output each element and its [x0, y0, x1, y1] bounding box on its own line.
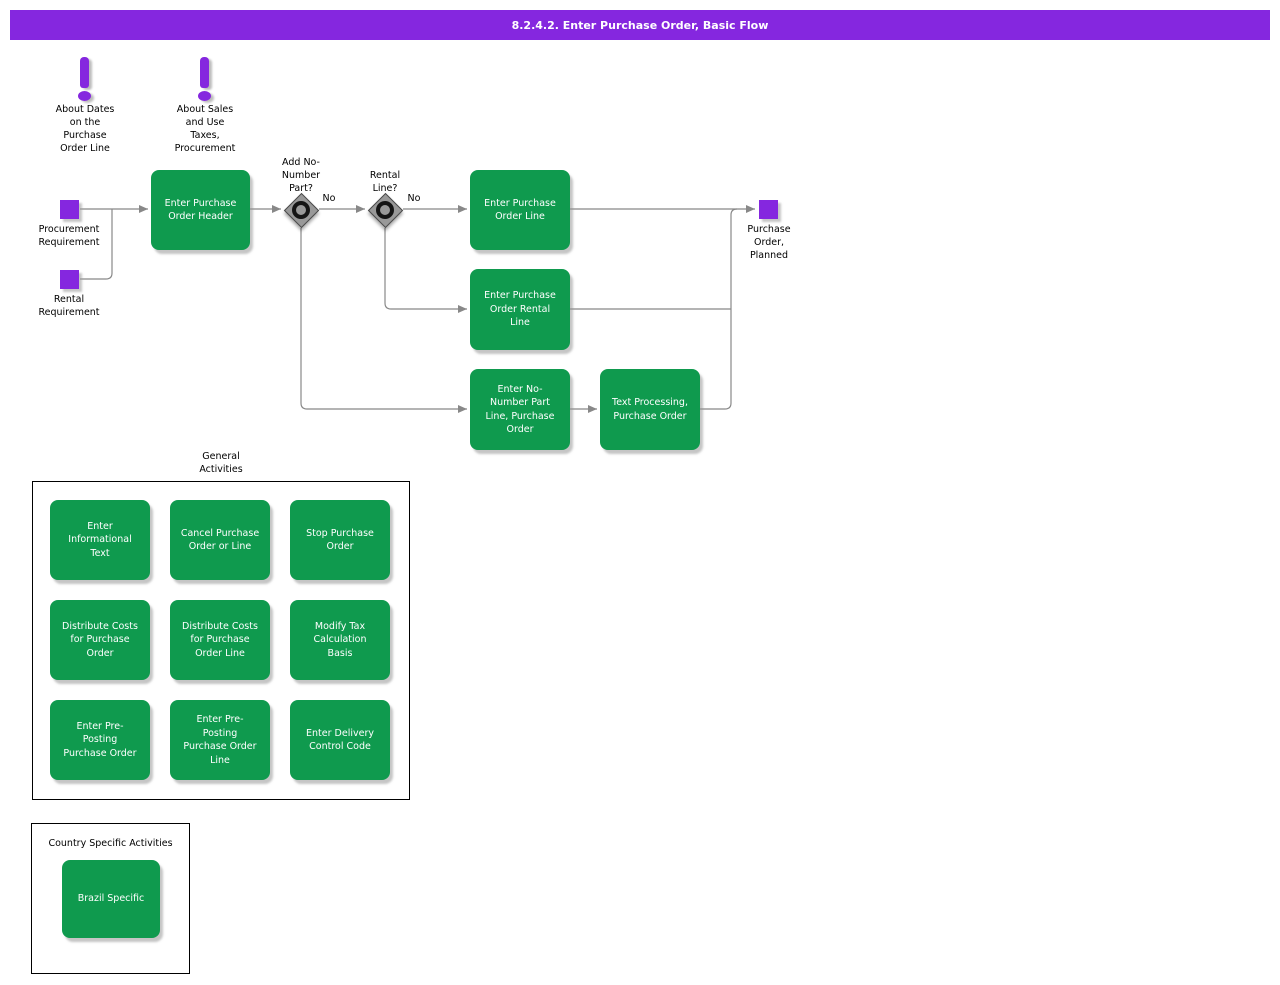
- gateway-circle-icon: [376, 201, 394, 219]
- event-procurement-requirement: [60, 200, 79, 219]
- exclamation-icon[interactable]: [200, 57, 209, 88]
- note-label: About Dates on the Purchase Order Line: [55, 104, 115, 154]
- note-label: About Sales and Use Taxes, Procurement: [174, 104, 236, 154]
- event-label: Procurement Requirement: [38, 224, 100, 248]
- country-specific-activities-title: Country Specific Activities: [48, 838, 173, 849]
- task-enter-purchase-order-header[interactable]: Enter Purchase Order Header: [151, 170, 250, 250]
- gateway-label: Add No- Number Part?: [281, 157, 321, 194]
- diagram-title: 8.2.4.2. Enter Purchase Order, Basic Flo…: [511, 18, 769, 32]
- task-enter-pre-posting-purchase-order[interactable]: Enter Pre- Posting Purchase Order: [50, 700, 150, 780]
- task-modify-tax-calculation-basis[interactable]: Modify Tax Calculation Basis: [290, 600, 390, 680]
- exclamation-icon[interactable]: [80, 57, 89, 88]
- exclamation-icon[interactable]: [198, 91, 211, 101]
- task-brazil-specific[interactable]: Brazil Specific: [62, 860, 160, 938]
- event-rental-requirement: [60, 270, 79, 289]
- task-distribute-costs-for-purchase-order-line[interactable]: Distribute Costs for Purchase Order Line: [170, 600, 270, 680]
- diagram-title-bar: 8.2.4.2. Enter Purchase Order, Basic Flo…: [10, 10, 1270, 40]
- task-enter-pre-posting-purchase-order-line[interactable]: Enter Pre- Posting Purchase Order Line: [170, 700, 270, 780]
- task-cancel-purchase-order-or-line[interactable]: Cancel Purchase Order or Line: [170, 500, 270, 580]
- task-enter-delivery-control-code[interactable]: Enter Delivery Control Code: [290, 700, 390, 780]
- gateway-branch-label: No: [322, 193, 336, 204]
- event-purchase-order-planned: [759, 200, 778, 219]
- task-enter-purchase-order-rental-line[interactable]: Enter Purchase Order Rental Line: [470, 269, 570, 350]
- task-enter-informational-text[interactable]: Enter Informational Text: [50, 500, 150, 580]
- general-activities-title: General Activities: [199, 451, 243, 475]
- task-distribute-costs-for-purchase-order[interactable]: Distribute Costs for Purchase Order: [50, 600, 150, 680]
- task-enter-no-number-part-line[interactable]: Enter No- Number Part Line, Purchase Ord…: [470, 369, 570, 450]
- gateway-circle-icon: [292, 201, 310, 219]
- gateway-label: Rental Line?: [369, 170, 401, 194]
- gateway-branch-label: No: [407, 193, 421, 204]
- task-enter-purchase-order-line[interactable]: Enter Purchase Order Line: [470, 170, 570, 250]
- task-stop-purchase-order[interactable]: Stop Purchase Order: [290, 500, 390, 580]
- event-label: Rental Requirement: [38, 294, 100, 318]
- exclamation-icon[interactable]: [78, 91, 91, 101]
- task-text-processing-purchase-order[interactable]: Text Processing, Purchase Order: [600, 369, 700, 450]
- event-label: Purchase Order, Planned: [747, 224, 791, 261]
